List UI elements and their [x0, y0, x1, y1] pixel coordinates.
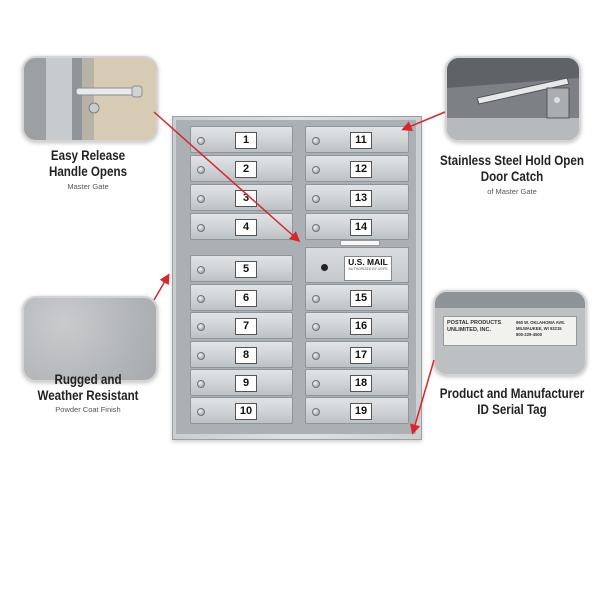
lock-icon: [197, 224, 205, 232]
lock-icon: [197, 166, 205, 174]
id-tag-title-line2: ID Serial Tag: [477, 402, 547, 417]
handle-subtitle: Master Gate: [67, 182, 109, 191]
door-number: 13: [350, 190, 372, 207]
us-mail-label: U.S. MAIL AUTHORIZED BY USPS: [344, 256, 392, 281]
door-number: 18: [350, 375, 372, 392]
handle-illustration: [24, 58, 156, 140]
handle-title: Easy Release Handle Opens: [19, 148, 157, 180]
arrow-id-tag: [410, 359, 435, 435]
mailbox-door-13[interactable]: 13: [305, 184, 409, 211]
door-catch-illustration: [447, 58, 579, 140]
mailbox-door-4[interactable]: 4: [190, 213, 293, 240]
lock-icon: [197, 195, 205, 203]
mailbox-door-5[interactable]: 5: [190, 255, 293, 282]
mailbox-door-6[interactable]: 6: [190, 284, 293, 311]
mailbox-door-10[interactable]: 10: [190, 397, 293, 424]
lock-icon: [312, 352, 320, 360]
handle-title-line2: Handle Opens: [48, 164, 128, 179]
arrow-door-catch: [401, 111, 446, 131]
plate-address-line2: MILWAUKEE, WI 53215: [516, 326, 562, 331]
finish-title-line1: Rugged and: [54, 372, 122, 387]
handle-photo: [22, 56, 158, 142]
mailbox-door-18[interactable]: 18: [305, 369, 409, 396]
door-number: 1: [235, 132, 257, 149]
lock-icon: [312, 380, 320, 388]
mailbox-door-1[interactable]: 1: [190, 126, 293, 153]
plate-phone: 800-229-4500: [516, 332, 543, 337]
lock-icon: [312, 195, 320, 203]
powder-coat-swatch: [24, 298, 156, 380]
door-catch-photo: [445, 56, 581, 142]
door-number: 12: [350, 161, 372, 178]
door-number: 2: [235, 161, 257, 178]
plate-company-line2: UNLIMITED, INC.: [447, 326, 491, 333]
lock-icon: [312, 323, 320, 331]
door-number: 8: [235, 347, 257, 364]
door-catch-title-line2: Door Catch: [480, 169, 544, 184]
us-mail-subtext: AUTHORIZED BY USPS: [348, 267, 388, 271]
door-number: 4: [235, 219, 257, 236]
mailbox-door-19[interactable]: 19: [305, 397, 409, 424]
mailbox-door-15[interactable]: 15: [305, 284, 409, 311]
id-tag-title: Product and Manufacturer ID Serial Tag: [436, 386, 587, 418]
handle-title-line1: Easy Release: [50, 148, 126, 163]
finish-subtitle: Powder Coat Finish: [55, 405, 121, 414]
door-catch-title: Stainless Steel Hold Open Door Catch: [436, 153, 587, 185]
lock-icon: [197, 323, 205, 331]
finish-title-line2: Weather Resistant: [37, 388, 139, 403]
mailbox-door-12[interactable]: 12: [305, 155, 409, 182]
finish-title: Rugged and Weather Resistant: [19, 372, 157, 404]
outgoing-mail-slot[interactable]: [340, 240, 380, 246]
outgoing-mail-door[interactable]: U.S. MAIL AUTHORIZED BY USPS: [305, 247, 409, 283]
id-tag-photo: POSTAL PRODUCTS UNLIMITED, INC. 960 W. O…: [433, 290, 587, 376]
lock-icon: [197, 137, 205, 145]
lock-icon: [312, 166, 320, 174]
mailbox-door-9[interactable]: 9: [190, 369, 293, 396]
lock-icon: [312, 137, 320, 145]
lock-icon: [312, 408, 320, 416]
lock-icon: [312, 295, 320, 303]
door-catch-subtitle: of Master Gate: [487, 187, 537, 196]
door-number: 17: [350, 347, 372, 364]
id-tag-title-line1: Product and Manufacturer: [439, 386, 585, 401]
door-number: 5: [235, 261, 257, 278]
door-number: 19: [350, 403, 372, 420]
lock-icon: [197, 266, 205, 274]
door-number: 9: [235, 375, 257, 392]
door-catch-title-line1: Stainless Steel Hold Open: [440, 153, 584, 168]
arrow-handle: [153, 111, 301, 242]
mailbox-door-17[interactable]: 17: [305, 341, 409, 368]
door-number: 3: [235, 190, 257, 207]
door-number: 7: [235, 318, 257, 335]
mailbox-door-3[interactable]: 3: [190, 184, 293, 211]
door-number: 14: [350, 219, 372, 236]
arrow-finish: [153, 273, 170, 301]
serial-tag-plate: POSTAL PRODUCTS UNLIMITED, INC. 960 W. O…: [443, 316, 577, 346]
lock-icon: [197, 408, 205, 416]
mailbox-door-16[interactable]: 16: [305, 312, 409, 339]
lock-icon: [197, 295, 205, 303]
door-number: 16: [350, 318, 372, 335]
door-number: 11: [350, 132, 372, 149]
keyhole-icon: [321, 264, 328, 271]
lock-icon: [197, 380, 205, 388]
lock-icon: [312, 224, 320, 232]
plate-address-line1: 960 W. OKLAHOMA AVE.: [516, 320, 566, 325]
us-mail-text: U.S. MAIL: [348, 257, 388, 267]
door-number: 10: [235, 403, 257, 420]
mailbox-door-11[interactable]: 11: [305, 126, 409, 153]
mailbox-door-14[interactable]: 14: [305, 213, 409, 240]
mailbox-door-7[interactable]: 7: [190, 312, 293, 339]
plate-company-line1: POSTAL PRODUCTS: [447, 320, 502, 326]
mailbox-door-8[interactable]: 8: [190, 341, 293, 368]
lock-icon: [197, 352, 205, 360]
door-number: 6: [235, 290, 257, 307]
finish-photo: [22, 296, 158, 382]
door-number: 15: [350, 290, 372, 307]
